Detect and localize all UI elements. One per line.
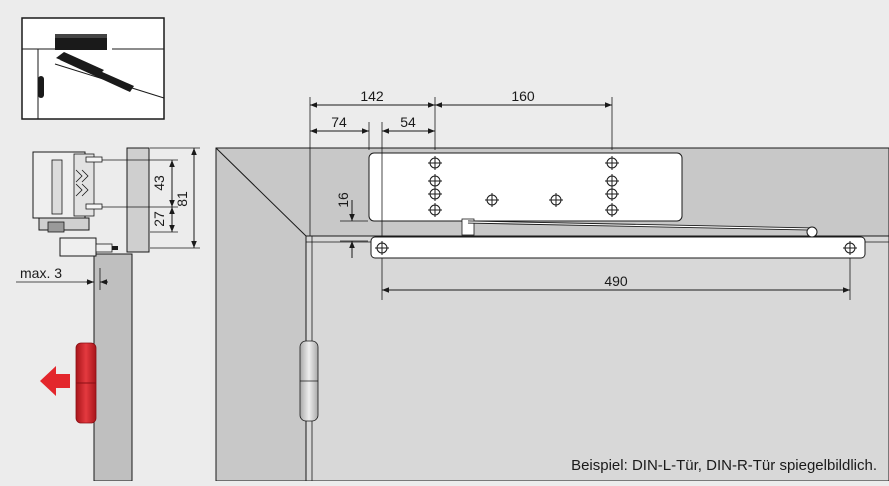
caption-text: Beispiel: DIN-L-Tür, DIN-R-Tür spiegelbi… bbox=[571, 457, 877, 474]
dim-16-label: 16 bbox=[335, 192, 351, 208]
dim-27-label: 27 bbox=[151, 211, 167, 227]
dim-142-label: 142 bbox=[360, 88, 384, 104]
dim-81-label: 81 bbox=[174, 191, 190, 207]
red-left-arrow-icon bbox=[40, 366, 70, 396]
dim-490-label: 490 bbox=[604, 273, 628, 289]
door-closer-thumbnail-icon bbox=[21, 17, 165, 120]
dim-160-label: 160 bbox=[511, 88, 535, 104]
dim-54-label: 54 bbox=[400, 114, 416, 130]
dim-74-label: 74 bbox=[331, 114, 347, 130]
side-section-view: 43 27 81 max. 3 bbox=[16, 147, 200, 482]
front-view: 142 160 74 54 490 16 Beispiel: DIN-L-Tür… bbox=[215, 88, 889, 482]
max-3-label: max. 3 bbox=[20, 265, 62, 281]
dim-43-label: 43 bbox=[151, 175, 167, 191]
